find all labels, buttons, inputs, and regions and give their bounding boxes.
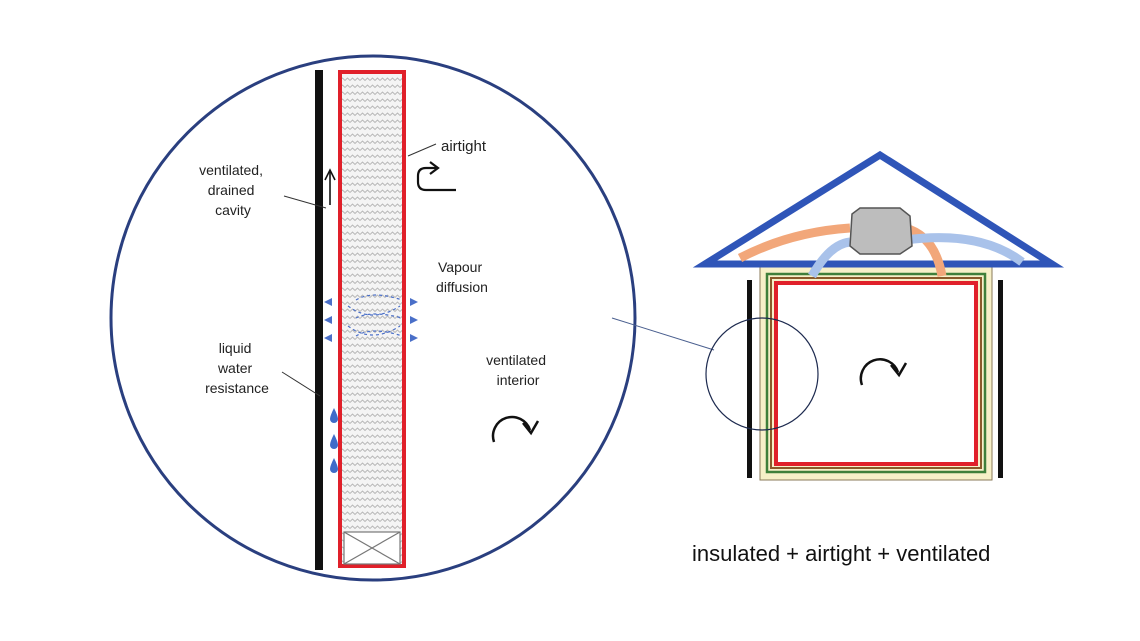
zoom-marker-circle (705, 317, 819, 431)
airtight-leader (407, 143, 437, 157)
crossed-box-icon (343, 531, 401, 565)
caption: insulated + airtight + ventilated (692, 541, 990, 566)
label-liquid-water: liquid water resistance (205, 340, 269, 396)
label-cavity: ventilated, drained cavity (199, 162, 267, 218)
water-droplet-icon (330, 408, 338, 473)
rotate-arrow-icon (491, 415, 540, 443)
ventilation-unit-icon (849, 207, 913, 255)
rotate-arrow-icon (859, 358, 908, 386)
liquid-leader (281, 371, 321, 397)
duct-blue (808, 237, 851, 279)
label-vapour-diffusion: Vapour diffusion (436, 259, 488, 295)
insulation-layer (338, 70, 406, 568)
cavity-leader (283, 195, 327, 209)
label-airtight: airtight (441, 138, 487, 155)
house-illustration (692, 150, 1065, 481)
vapour-diffusion-arrows (324, 294, 418, 342)
label-ventilated-interior: ventilated interior (486, 352, 550, 388)
airtight-arrow-icon (416, 161, 456, 192)
up-arrow-icon (324, 168, 336, 205)
duct-orange (737, 223, 851, 262)
zoom-connector (611, 317, 715, 351)
cladding-layer (315, 70, 323, 570)
